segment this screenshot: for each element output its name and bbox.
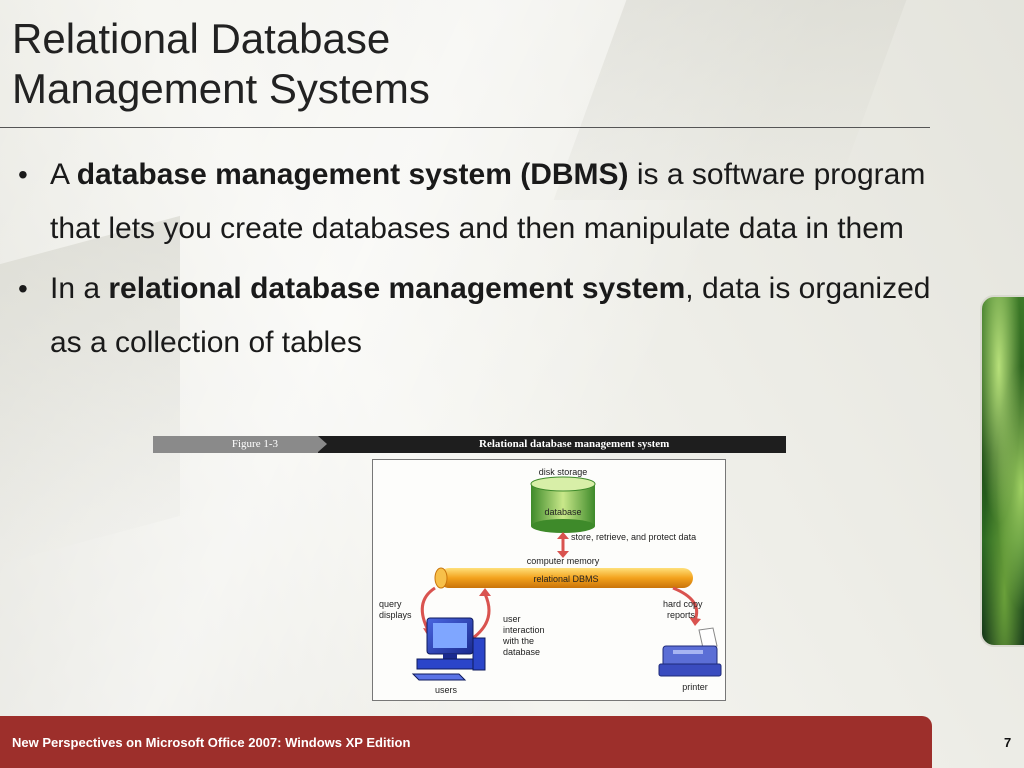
computer-icon [411, 617, 486, 681]
database-cylinder: database [530, 476, 596, 533]
title-divider [0, 127, 930, 128]
bullet-text-pre: In a [50, 272, 109, 305]
plant-photo-decoration [980, 295, 1024, 647]
bullet-text-post: , data is organized as a collection of t… [50, 272, 931, 359]
label-user: user [503, 614, 521, 624]
figure-caption: Relational database management system [479, 438, 670, 450]
rdbms-diagram-svg: disk storage database store, retrieve, a… [379, 467, 722, 695]
figure-header-bar: Figure 1-3 Relational database managemen… [153, 436, 786, 453]
relational-dbms-bar: relational DBMS [434, 567, 693, 589]
footer-bar [0, 716, 932, 768]
bullet-text-bold: relational database management system [108, 272, 686, 305]
footer-text: New Perspectives on Microsoft Office 200… [12, 735, 411, 750]
label-database-2: database [503, 647, 540, 657]
bullet-text-bold: database management system (DBMS) [76, 158, 629, 191]
printer-icon [658, 627, 722, 677]
title-line-1: Relational Database [12, 15, 391, 62]
bullet-text-pre: A [50, 158, 77, 191]
label-users: users [435, 685, 458, 695]
label-database: database [544, 507, 581, 517]
label-printer: printer [682, 682, 708, 692]
bullet-glyph: • [18, 159, 28, 190]
slide-title: Relational Database Management Systems [12, 14, 612, 114]
page-number: 7 [1004, 735, 1012, 750]
bullet-list: • A database management system (DBMS) is… [16, 148, 956, 376]
figure-number: Figure 1-3 [153, 436, 318, 453]
label-relational-dbms: relational DBMS [533, 574, 598, 584]
double-arrow-vertical [557, 532, 569, 558]
label-query: query [379, 599, 402, 609]
title-line-2: Management Systems [12, 65, 430, 112]
label-store-retrieve: store, retrieve, and protect data [571, 532, 696, 542]
bullet-glyph: • [18, 273, 28, 304]
label-displays: displays [379, 610, 412, 620]
label-with-the: with the [502, 636, 534, 646]
bullet-text-post: is a software program that lets you crea… [50, 158, 926, 245]
bullet-item-dbms: • A database management system (DBMS) is… [16, 148, 956, 256]
bullet-item-rdbms: • In a relational database management sy… [16, 262, 956, 370]
label-reports: reports [667, 610, 696, 620]
label-computer-memory: computer memory [527, 556, 600, 566]
label-disk-storage: disk storage [539, 467, 588, 477]
figure-header-arrow [318, 436, 327, 452]
label-hard-copy: hard copy [663, 599, 703, 609]
rdbms-diagram: disk storage database store, retrieve, a… [372, 459, 726, 701]
label-interaction: interaction [503, 625, 545, 635]
